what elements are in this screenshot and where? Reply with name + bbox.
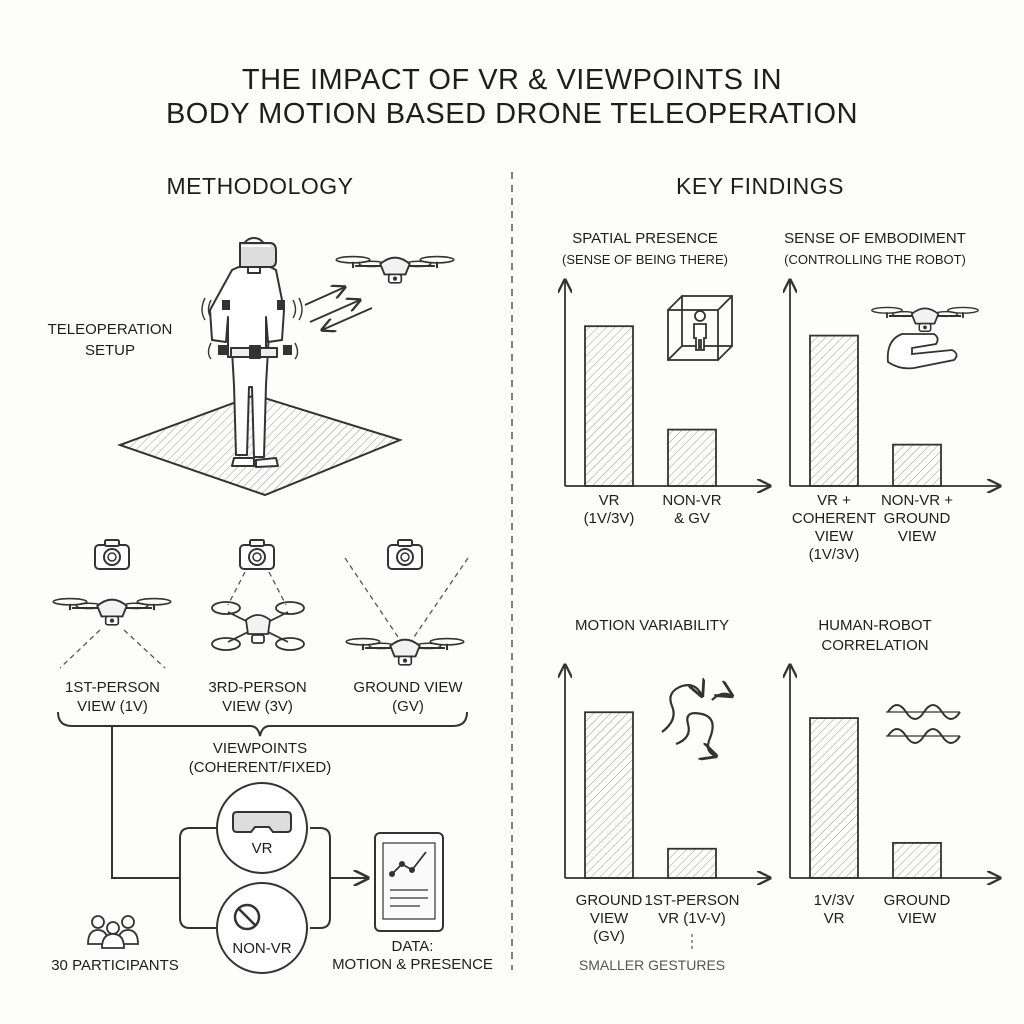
category-label: (1V/3V) [583, 510, 635, 527]
category-label: 1ST-PERSON [644, 892, 740, 909]
category-label: VIEW [897, 910, 937, 927]
flow-lines [111, 726, 368, 929]
category-label: GROUND [883, 892, 951, 909]
viewpoints-label-line-2: (COHERENT/FIXED) [188, 759, 332, 776]
category-label: (GV) [593, 928, 625, 945]
non-vr-label: NON-VR [232, 940, 292, 957]
bar [667, 847, 717, 879]
chart-subtitle: (CONTROLLING THE ROBOT) [784, 252, 966, 267]
category-label: NON-VR [662, 492, 722, 509]
category-label: GROUND [575, 892, 643, 909]
arm-drone-icon [870, 306, 980, 370]
view-3-label-line-2: (GV) [392, 698, 424, 715]
viewpoints-label-line-1: VIEWPOINTS [212, 740, 308, 757]
category-label: NON-VR + [880, 492, 954, 509]
view-1-label-line-2: VIEW (1V) [77, 698, 148, 715]
chart-annotation: SMALLER GESTURES [578, 957, 726, 973]
no-vr-icon [233, 903, 261, 931]
category-label: VR (1V-V) [658, 910, 726, 927]
category-label: COHERENT [791, 510, 877, 527]
bar [892, 842, 942, 879]
chart-title: SPATIAL PRESENCE [572, 230, 718, 247]
vr-label: VR [251, 840, 273, 857]
category-label: VIEW [589, 910, 629, 927]
vr-headset-icon [232, 811, 292, 833]
setup-label-line-1: TELEOPERATION [47, 321, 173, 338]
category-label: 1V/3V [813, 892, 855, 909]
chart-title: HUMAN-ROBOT [818, 617, 932, 634]
non-vr-circle [216, 882, 308, 974]
tablet-icon [374, 832, 444, 932]
viewpoints-brace [57, 711, 468, 737]
participants-icon [87, 915, 139, 949]
data-label-line-2: MOTION & PRESENCE [332, 956, 493, 973]
category-label: VR [598, 492, 620, 509]
bar [892, 443, 942, 487]
chart-title: MOTION VARIABILITY [575, 617, 729, 634]
bar [809, 717, 859, 879]
category-label: & GV [674, 510, 710, 527]
bar [584, 711, 634, 879]
curvy-arrows-icon [661, 685, 732, 756]
chart-subtitle: (SENSE OF BEING THERE) [562, 252, 728, 267]
bar [667, 428, 717, 487]
category-label: VR + [817, 492, 851, 509]
methodology-heading: METHODOLOGY [166, 173, 354, 199]
chart-title: SENSE OF EMBODIMENT [784, 230, 966, 247]
view-3-label-line-1: GROUND VIEW [353, 679, 463, 696]
motion-marks [201, 297, 303, 360]
data-label-line-1: DATA: [391, 938, 434, 955]
title-line-2: BODY MOTION BASED DRONE TELEOPERATION [165, 98, 859, 130]
view-1-label-line-1: 1ST-PERSON [64, 679, 161, 696]
category-label: GROUND [883, 510, 951, 527]
title-line-1: THE IMPACT OF VR & VIEWPOINTS IN [241, 64, 783, 96]
control-arrows [304, 287, 373, 330]
key-findings-heading: KEY FINDINGS [676, 173, 844, 199]
view-2-label-line-2: VIEW (3V) [222, 698, 293, 715]
participants-label: 30 PARTICIPANTS [51, 957, 179, 974]
bar [809, 334, 859, 487]
category-label: VIEW [814, 528, 854, 545]
operator-figure [209, 237, 292, 468]
category-label: VR [823, 910, 845, 927]
bar [584, 325, 634, 487]
setup-label-line-2: SETUP [84, 342, 135, 359]
category-label: VIEW [897, 528, 937, 545]
drone-icon [211, 601, 305, 651]
view-2-label-line-1: 3RD-PERSON [208, 679, 307, 696]
chart-title-line-2: CORRELATION [821, 637, 929, 654]
sine-waves-icon [886, 704, 961, 744]
person-in-cube-icon [667, 295, 733, 361]
category-label: (1V/3V) [808, 546, 860, 563]
